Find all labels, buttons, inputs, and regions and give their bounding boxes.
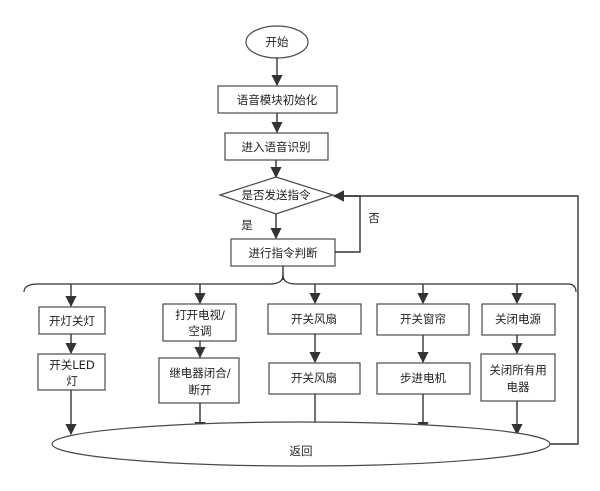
branch-top-node-0: 开灯关灯 xyxy=(38,306,106,335)
branch-top-label-1-0: 打开电视/ xyxy=(175,308,225,322)
branch-top-label-3-0: 开关窗帘 xyxy=(400,312,446,326)
edge-no-loop xyxy=(332,190,361,253)
branch-top-node-3: 开关窗帘 xyxy=(376,303,470,336)
branch-top-node-1: 打开电视/ 空调 xyxy=(162,303,237,342)
branch-top-node-2: 开关风扇 xyxy=(267,303,362,335)
branch-column-1: 打开电视/ 空调 继电器闭合/ 断开 xyxy=(158,284,240,434)
decision-node: 是否发送指令 xyxy=(218,176,335,215)
edge-return-loop xyxy=(332,190,579,445)
main-edges xyxy=(270,58,579,445)
branch-bottom-node-2: 开关风扇 xyxy=(268,362,361,395)
init-label: 语音模块初始化 xyxy=(237,93,318,107)
branch-bottom-node-3: 步进电机 xyxy=(376,362,471,395)
branch-bottom-label-4-1: 电器 xyxy=(507,380,530,394)
return-label: 返回 xyxy=(290,444,313,458)
branch-bottom-node-0: 开关LED 灯 xyxy=(37,353,106,391)
judge-label: 进行指令判断 xyxy=(249,246,318,260)
branch-bottom-label-0-1: 灯 xyxy=(66,374,78,388)
recognize-node: 进入语音识别 xyxy=(224,132,329,161)
decision-label: 是否发送指令 xyxy=(242,188,311,202)
branch-bottom-node-1: 继电器闭合/ 断开 xyxy=(158,357,240,404)
branch-column-2: 开关风扇 开关风扇 xyxy=(267,284,362,434)
branch-bottom-label-0-0: 开关LED xyxy=(49,358,95,372)
branch-bottom-label-1-1: 断开 xyxy=(189,383,212,397)
branch-top-node-4: 关闭电源 xyxy=(481,303,556,336)
no-label: 否 xyxy=(368,211,380,225)
branch-bottom-label-4-0: 关闭所有用 xyxy=(489,363,547,377)
branch-top-label-2-0: 开关风扇 xyxy=(291,312,337,326)
branch-top-label-1-1: 空调 xyxy=(189,324,212,338)
branch-top-label-0-0: 开灯关灯 xyxy=(49,314,95,328)
branch-column-0: 开灯关灯 开关LED 灯 xyxy=(37,284,106,436)
branch-column-4: 关闭电源 关闭所有用 电器 xyxy=(480,284,556,436)
branch-bottom-label-3-0: 步进电机 xyxy=(400,371,446,385)
branch-top-label-4-0: 关闭电源 xyxy=(495,312,541,326)
start-node: 开始 xyxy=(245,25,309,59)
branch-bottom-label-1-0: 继电器闭合/ xyxy=(169,366,230,380)
branch-brace xyxy=(23,274,577,293)
branch-column-3: 开关窗帘 步进电机 xyxy=(376,284,471,434)
init-node: 语音模块初始化 xyxy=(217,85,338,114)
recognize-label: 进入语音识别 xyxy=(242,140,311,154)
branch-bottom-node-4: 关闭所有用 电器 xyxy=(480,353,556,402)
branch-bottom-label-2-0: 开关风扇 xyxy=(291,371,337,385)
start-label: 开始 xyxy=(266,35,289,49)
return-node: 返回 xyxy=(51,421,551,467)
judge-node: 进行指令判断 xyxy=(230,238,336,267)
yes-label: 是 xyxy=(241,218,253,232)
